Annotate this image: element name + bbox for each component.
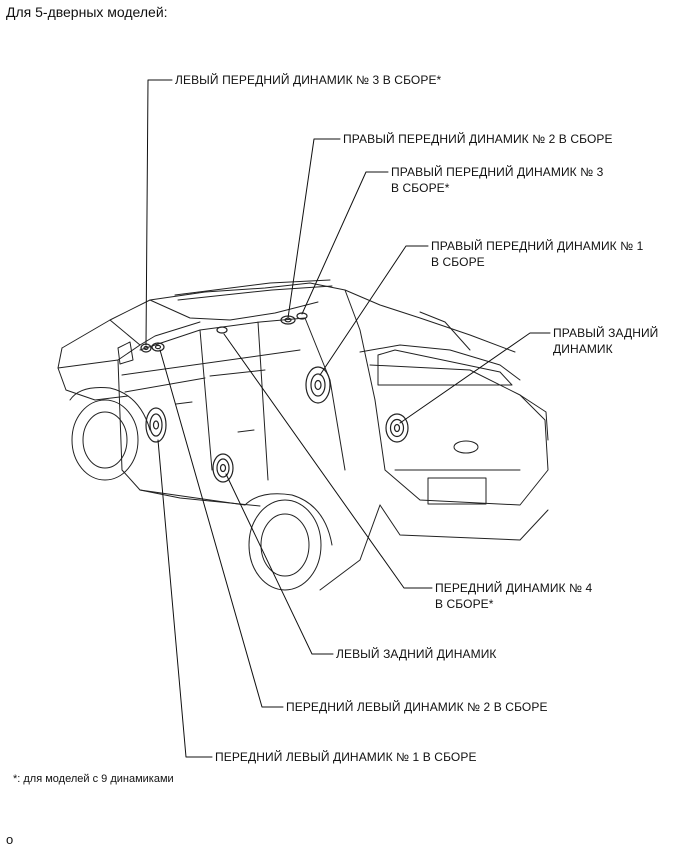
label-line: В СБОРЕ* xyxy=(435,597,494,611)
label-line: ПРАВЫЙ ПЕРЕДНИЙ ДИНАМИК № 1 xyxy=(431,239,644,253)
label-front-speaker-4: ПЕРЕДНИЙ ДИНАМИК № 4 В СБОРЕ* xyxy=(435,580,592,612)
figure-id: o xyxy=(6,832,14,847)
label-left-front-speaker-3: ЛЕВЫЙ ПЕРЕДНИЙ ДИНАМИК № 3 В СБОРЕ* xyxy=(175,73,442,87)
speaker-right-rear xyxy=(385,413,409,443)
label-line: В СБОРЕ xyxy=(431,255,485,269)
label-line: В СБОРЕ* xyxy=(391,181,450,195)
page-heading: Для 5-дверных моделей: xyxy=(6,4,168,20)
speaker-left-rear xyxy=(212,453,234,483)
speaker-right-front-1 xyxy=(305,366,331,404)
leader-lines xyxy=(145,79,551,758)
label-left-rear-speaker: ЛЕВЫЙ ЗАДНИЙ ДИНАМИК xyxy=(336,647,497,661)
label-line: ДИНАМИК xyxy=(553,342,613,356)
label-line: ПЕРЕДНИЙ ДИНАМИК № 4 xyxy=(435,581,593,595)
speaker-front-left-1 xyxy=(145,407,167,443)
label-line: ПРАВЫЙ ПЕРЕДНИЙ ДИНАМИК № 3 xyxy=(391,165,604,179)
footnote: *: для моделей с 9 динамиками xyxy=(13,773,174,785)
label-front-left-speaker-2: ПЕРЕДНИЙ ЛЕВЫЙ ДИНАМИК № 2 В СБОРЕ xyxy=(286,700,548,714)
label-right-front-speaker-1: ПРАВЫЙ ПЕРЕДНИЙ ДИНАМИК № 1 В СБОРЕ xyxy=(431,238,643,270)
speakers xyxy=(140,312,409,483)
label-front-left-speaker-1: ПЕРЕДНИЙ ЛЕВЫЙ ДИНАМИК № 1 В СБОРЕ xyxy=(215,750,477,764)
label-line: ПРАВЫЙ ЗАДНИЙ xyxy=(553,326,659,340)
label-right-front-speaker-2: ПРАВЫЙ ПЕРЕДНИЙ ДИНАМИК № 2 В СБОРЕ xyxy=(343,132,613,146)
speaker-front-left-2 xyxy=(151,342,165,352)
label-right-front-speaker-3: ПРАВЫЙ ПЕРЕДНИЙ ДИНАМИК № 3 В СБОРЕ* xyxy=(391,164,603,196)
vehicle-outline xyxy=(57,279,549,591)
speaker-front-4 xyxy=(216,326,228,334)
label-right-rear-speaker: ПРАВЫЙ ЗАДНИЙ ДИНАМИК xyxy=(553,325,658,357)
